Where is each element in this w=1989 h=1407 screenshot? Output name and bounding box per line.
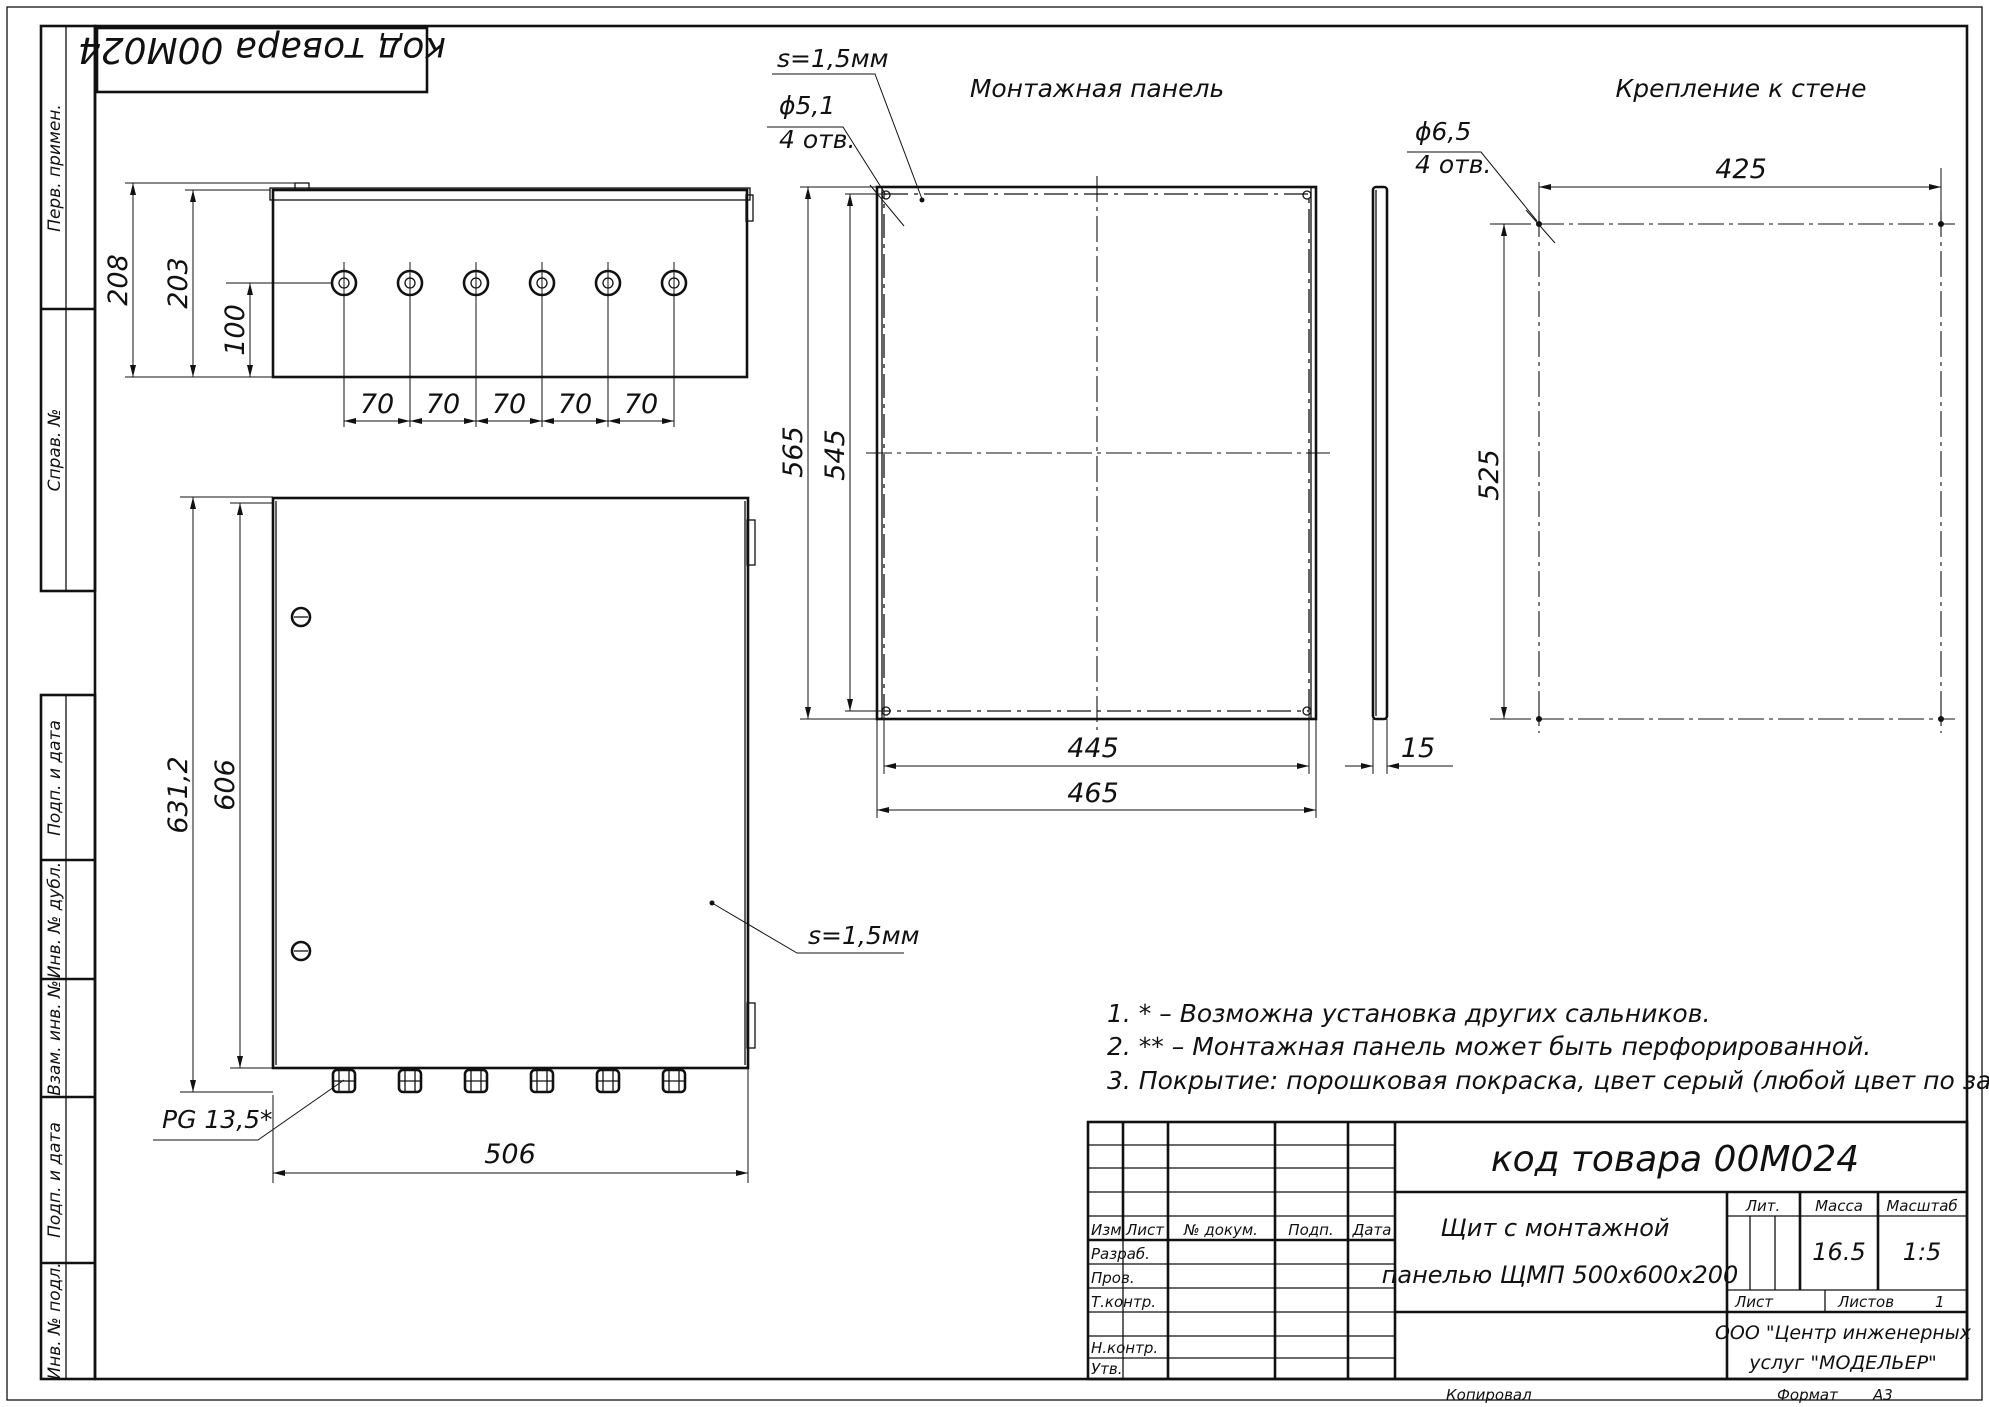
scale-value: 1:5: [1903, 1238, 1942, 1266]
org-line2: услуг "МОДЕЛЬЕР": [1748, 1352, 1937, 1374]
dim-pitch-2: 70: [426, 389, 460, 420]
title-name-line2: панелью ЩМП 500х600х200: [1382, 1261, 1739, 1289]
title-name-line1: Щит с монтажной: [1440, 1214, 1669, 1242]
strip-label-inv-dubl: Инв. № дубл.: [45, 862, 65, 978]
callout-panel-sheet: s=1,5мм: [777, 44, 888, 73]
callout-wall-hole-count: 4 отв.: [1415, 150, 1491, 179]
dim-631-2: 631,2: [163, 756, 194, 833]
role-nkontr: Н.контр.: [1091, 1339, 1158, 1357]
strip-label-podp-data-1: Подп. и дата: [45, 720, 65, 836]
dim-506: 506: [484, 1139, 536, 1170]
technical-notes: 1. * – Возможна установка других сальник…: [1107, 999, 1989, 1095]
dim-203: 203: [163, 257, 194, 309]
dim-208: 208: [103, 254, 134, 306]
sheet-label: Лист: [1734, 1293, 1774, 1311]
code-stamp-rotated: код товара 00М024: [78, 26, 446, 94]
callout-body-sheet: s=1,5мм: [808, 921, 919, 950]
dim-445: 445: [1067, 733, 1119, 764]
binding-strip: Перв. примен. Справ. № Подп. и дата Инв.…: [39, 24, 97, 1381]
strip-label-perv-primen: Перв. примен.: [45, 104, 65, 232]
strip-label-inv-podl: Инв. № подл.: [45, 1262, 65, 1379]
dim-15: 15: [1401, 733, 1435, 764]
dim-pitch-4: 70: [558, 389, 592, 420]
dim-pitch-3: 70: [492, 389, 526, 420]
sheets-value: 1: [1935, 1293, 1945, 1311]
dim-606: 606: [210, 759, 241, 811]
dim-525: 525: [1474, 449, 1505, 501]
scale-label: Масштаб: [1886, 1197, 1957, 1215]
mounting-panel-view: Монтажная панель 565 545 445 465: [767, 44, 1330, 818]
dim-425: 425: [1715, 154, 1767, 185]
sheets-label: Листов: [1837, 1293, 1894, 1311]
hdr-podp: Подп.: [1288, 1221, 1333, 1239]
front-view: 631,2 606 506 s=1,5мм PG 13,5*: [153, 496, 919, 1183]
dim-565: 565: [778, 426, 809, 478]
callout-panel-hole-dia: ϕ5,1: [779, 91, 835, 120]
wall-mount-title: Крепление к стене: [1615, 74, 1866, 103]
copied-label: Копировал: [1446, 1386, 1532, 1404]
format-label: Формат: [1777, 1386, 1839, 1404]
wall-mount-view: Крепление к стене 425 525 ϕ6,5 4 отв.: [1407, 74, 1955, 733]
org-line1: ООО "Центр инженерных: [1715, 1322, 1972, 1344]
panel-side-view: 15: [1345, 185, 1453, 774]
note-3: 3. Покрытие: порошковая покраска, цвет с…: [1107, 1066, 1989, 1095]
note-2: 2. ** – Монтажная панель может быть перф…: [1107, 1032, 1871, 1061]
strip-label-vzam-inv: Взам. инв. №: [45, 980, 65, 1095]
hdr-date: Дата: [1352, 1221, 1392, 1239]
lit-label: Лит.: [1745, 1197, 1781, 1215]
hdr-list: Лист: [1125, 1221, 1165, 1239]
strip-label-sprav: Справ. №: [45, 409, 65, 492]
top-view: 208 203 100 70 70 70 70 70: [103, 182, 754, 427]
strip-label-podp-data-2: Подп. и дата: [45, 1122, 65, 1238]
role-prov: Пров.: [1091, 1269, 1135, 1287]
title-block: код товара 00М024 Щит с монтажной панель…: [1086, 1120, 1972, 1404]
hdr-izm: Изм.: [1091, 1221, 1126, 1239]
code-stamp-text: код товара 00М024: [78, 29, 446, 70]
cable-glands: [331, 1068, 687, 1094]
hdr-doc: № докум.: [1183, 1221, 1258, 1239]
callout-wall-hole-dia: ϕ6,5: [1415, 117, 1471, 146]
door-lock-upper: [290, 606, 312, 628]
dim-100: 100: [220, 304, 251, 356]
door-lock-lower: [290, 940, 312, 962]
dim-465: 465: [1067, 778, 1119, 809]
callout-panel-hole-count: 4 отв.: [779, 125, 855, 154]
callout-gland: PG 13,5*: [162, 1105, 273, 1134]
mount-panel-title: Монтажная панель: [970, 74, 1224, 103]
format-value: А3: [1872, 1386, 1893, 1404]
role-razrab: Разраб.: [1091, 1245, 1150, 1263]
note-1: 1. * – Возможна установка других сальник…: [1107, 999, 1710, 1028]
dim-pitch-5: 70: [624, 389, 658, 420]
dim-545: 545: [820, 429, 851, 481]
mass-value: 16.5: [1812, 1238, 1865, 1266]
mass-label: Масса: [1815, 1197, 1863, 1215]
dim-pitch-1: 70: [360, 389, 394, 420]
role-tkontr: Т.контр.: [1091, 1293, 1156, 1311]
title-code: код товара 00М024: [1491, 1139, 1859, 1180]
gland-holes-top: [330, 269, 688, 297]
role-utv: Утв.: [1091, 1360, 1123, 1378]
